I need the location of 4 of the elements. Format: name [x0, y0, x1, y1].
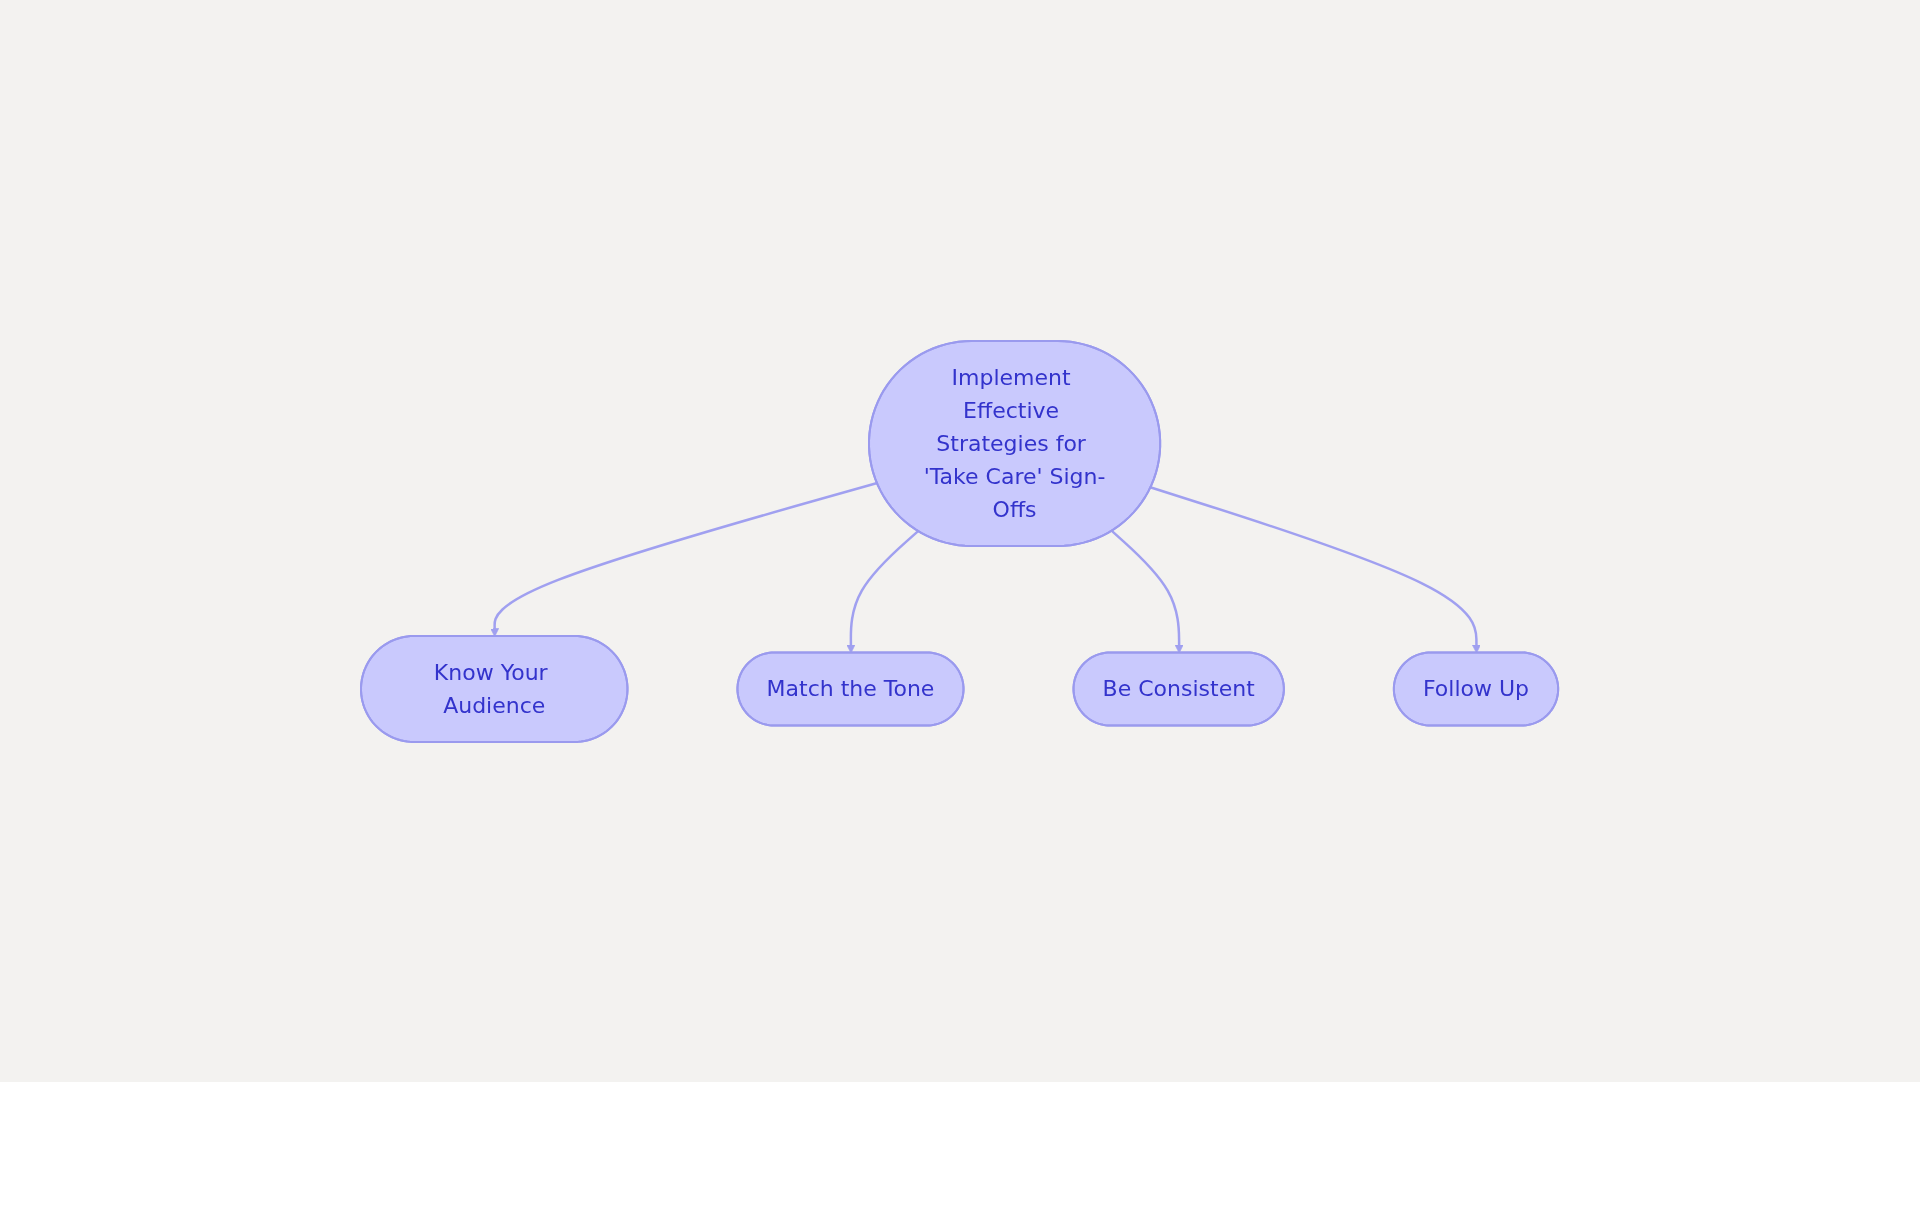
- arrow: [846, 529, 920, 653]
- arrow: [1111, 529, 1184, 653]
- arrow: [490, 481, 878, 637]
- arrow: [1151, 485, 1482, 653]
